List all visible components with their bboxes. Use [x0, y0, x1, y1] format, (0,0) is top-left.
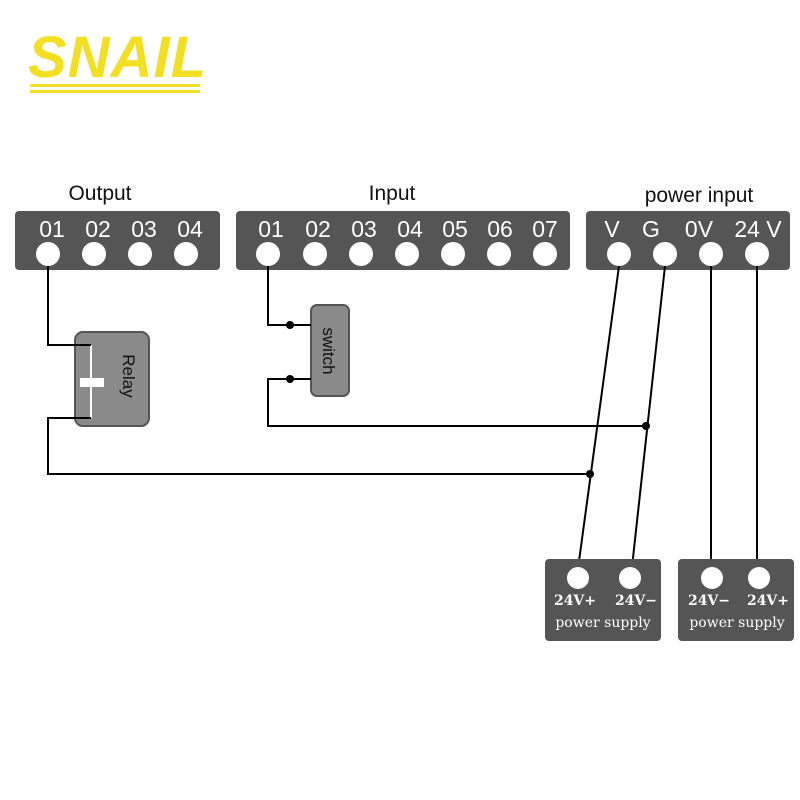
output-label: Output — [68, 182, 131, 205]
power-input-block-body — [586, 211, 790, 270]
power-input-terminal-screw — [745, 242, 769, 266]
relay-label: Relay — [119, 354, 138, 398]
power-input-terminal-label: V — [604, 216, 620, 242]
power-supply-a: 24V+ 24V− power supply — [545, 559, 661, 641]
input-terminal-label: 07 — [532, 216, 558, 242]
output-block-body — [15, 211, 220, 270]
power-input-terminal-screw — [699, 242, 723, 266]
supply-a-plus-terminal — [567, 567, 589, 589]
junction-dot — [286, 375, 294, 383]
input-terminal-screw — [441, 242, 465, 266]
wire-relay-to-v-line — [47, 417, 590, 475]
wire-input01-to-switch — [267, 266, 311, 326]
logo-text: SNAIL — [28, 25, 207, 90]
logo-underline-bottom — [30, 90, 200, 93]
relay-contact-bar — [80, 378, 104, 387]
power-input-terminal-label: G — [642, 216, 660, 242]
input-terminal-screw — [395, 242, 419, 266]
wire-output01-to-relay — [47, 266, 91, 346]
wire-g-to-supply-minus — [630, 265, 666, 577]
logo-underline-top — [30, 84, 200, 87]
power-input-terminal-screw — [607, 242, 631, 266]
power-input-terminal-screw — [653, 242, 677, 266]
input-label: Input — [369, 182, 416, 205]
input-terminal-screw — [303, 242, 327, 266]
supply-a-plus-label: 24V+ — [554, 593, 596, 609]
output-terminal-screw — [82, 242, 106, 266]
supply-b-caption: power supply — [689, 615, 784, 631]
switch-body — [310, 304, 350, 397]
output-terminal-label: 04 — [177, 216, 203, 242]
relay-body — [74, 331, 150, 427]
input-terminal-screw — [256, 242, 280, 266]
wire-v-to-supply-plus — [576, 265, 620, 577]
output-terminal-screw — [174, 242, 198, 266]
power-input-terminal-block: V G 0V 24 V — [586, 211, 790, 270]
junction-dot — [642, 422, 650, 430]
input-terminal-screw — [487, 242, 511, 266]
power-supply-b: 24V− 24V+ power supply — [678, 559, 794, 641]
supply-b-minus-label: 24V− — [688, 593, 730, 609]
supply-a-minus-label: 24V− — [615, 593, 657, 609]
input-terminal-label: 02 — [305, 216, 331, 242]
output-terminal-label: 02 — [85, 216, 111, 242]
supply-b-plus-terminal — [748, 567, 770, 589]
switch: switch — [310, 304, 350, 397]
input-terminal-label: 01 — [258, 216, 284, 242]
output-terminal-screw — [36, 242, 60, 266]
relay: Relay — [74, 331, 150, 427]
supply-a-minus-terminal — [619, 567, 641, 589]
supply-b-plus-label: 24V+ — [747, 593, 789, 609]
input-terminal-block: 01 02 03 04 05 06 07 — [236, 211, 570, 270]
output-terminal-block: 01 02 03 04 — [15, 211, 220, 270]
power-input-label: power input — [645, 184, 754, 207]
input-terminal-label: 06 — [487, 216, 513, 242]
supply-a-caption: power supply — [555, 615, 650, 631]
wiring — [47, 265, 758, 577]
input-terminal-label: 05 — [442, 216, 468, 242]
output-terminal-label: 01 — [39, 216, 65, 242]
brand-logo: SNAIL — [28, 25, 207, 93]
output-terminal-label: 03 — [131, 216, 157, 242]
input-terminal-label: 03 — [351, 216, 377, 242]
supply-b-minus-terminal — [701, 567, 723, 589]
switch-label: switch — [319, 327, 338, 374]
junction-dot — [286, 321, 294, 329]
input-terminal-screw — [349, 242, 373, 266]
input-terminal-label: 04 — [397, 216, 423, 242]
junction-dot — [586, 470, 594, 478]
power-input-terminal-label: 24 V — [734, 216, 782, 242]
power-input-terminal-label: 0V — [685, 216, 714, 242]
input-terminal-screw — [533, 242, 557, 266]
output-terminal-screw — [128, 242, 152, 266]
